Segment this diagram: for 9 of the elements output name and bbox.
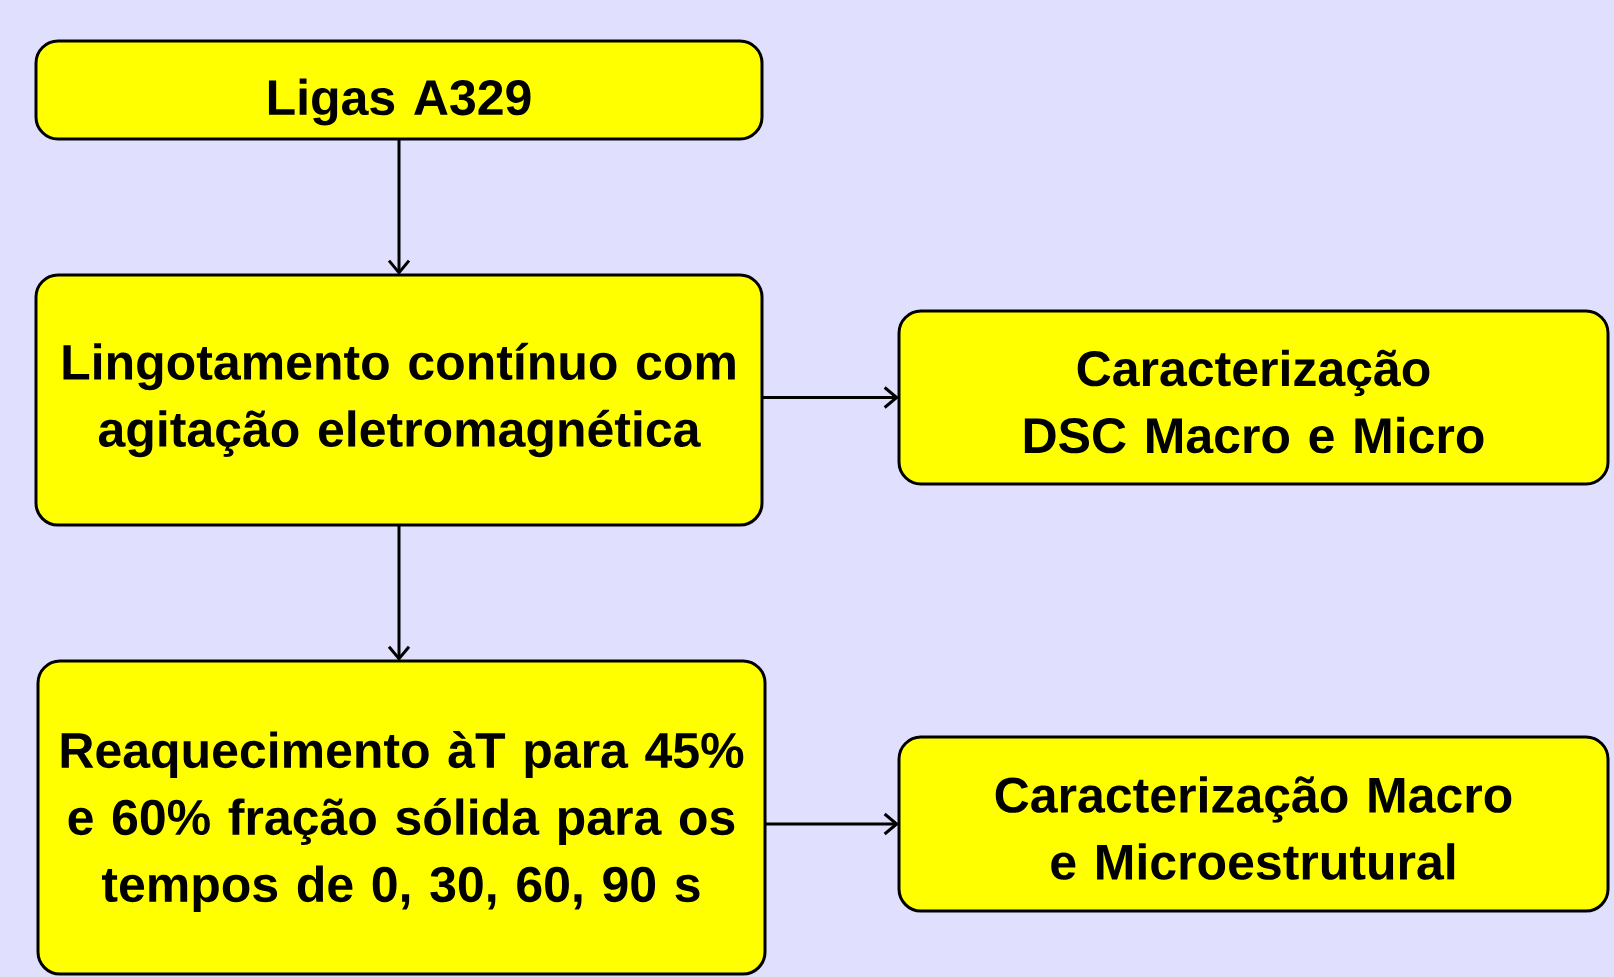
arrow: [387, 525, 411, 661]
process-box: Caracterização Macro e Microestrutural: [897, 735, 1610, 913]
arrow: [765, 812, 899, 836]
arrow: [762, 386, 899, 409]
arrow: [387, 139, 411, 275]
process-box: Lingotamento contínuo com agitação eletromagnética: [34, 273, 764, 527]
process-box: Reaquecimento àT para 45% e 60% fração sólida para os tempos de 0, 30, 60, 90 s: [36, 659, 767, 976]
process-box: Ligas A329: [34, 39, 764, 141]
process-box: Caracterização DSC Macro e Micro: [897, 309, 1610, 486]
